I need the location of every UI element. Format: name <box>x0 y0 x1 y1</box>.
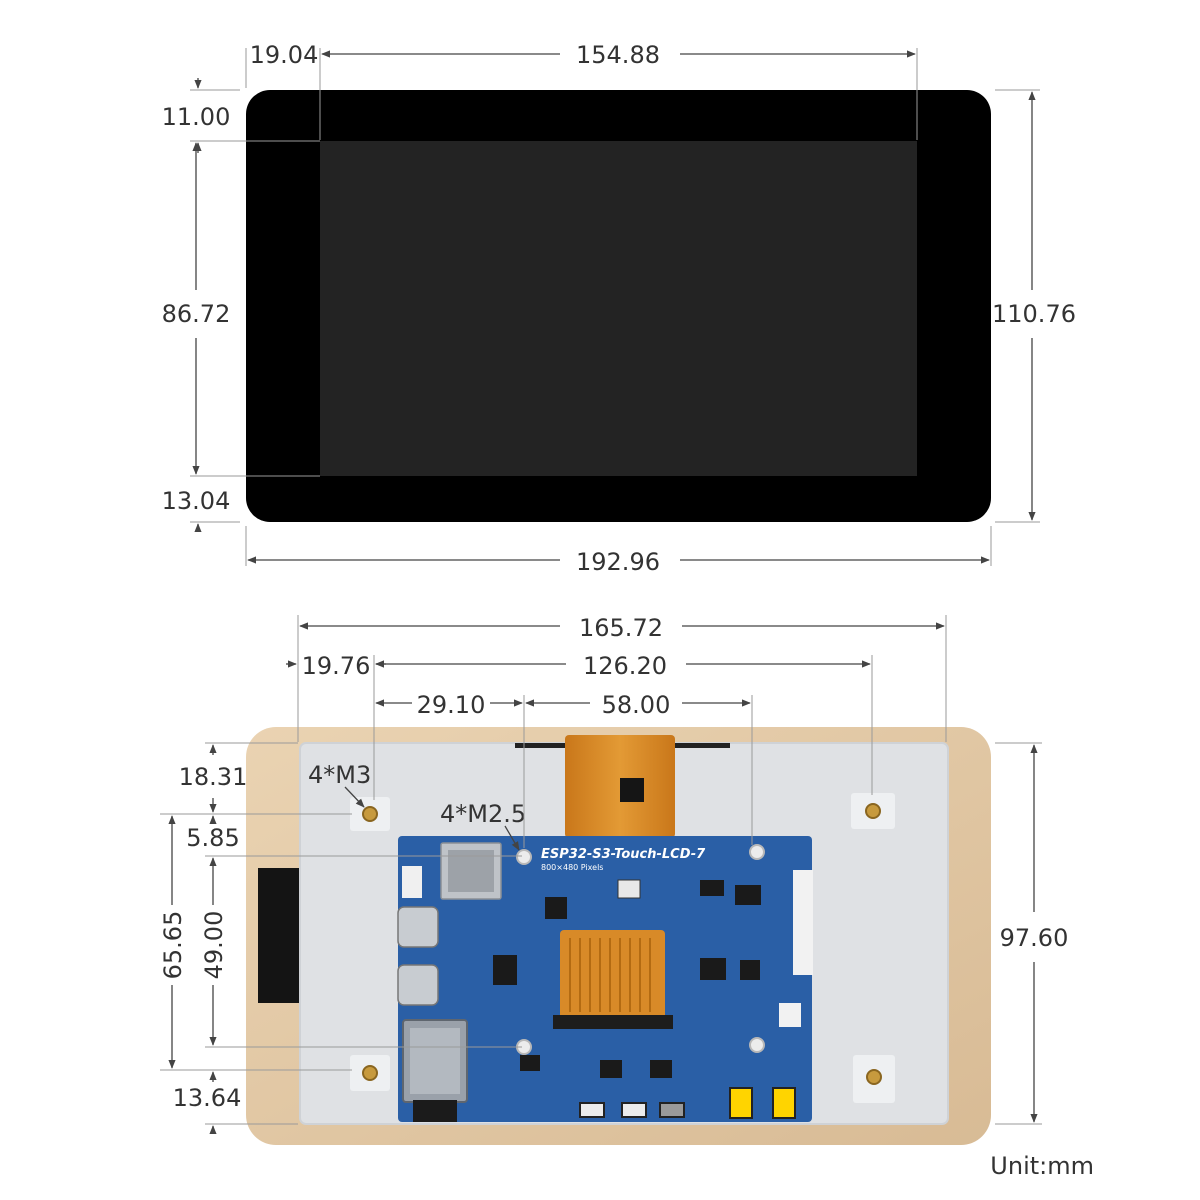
m3-standoff <box>851 793 895 829</box>
dim-m3-spacing-v: 65.65 <box>159 911 187 980</box>
unit-label: Unit:mm <box>990 1152 1094 1180</box>
board-name: ESP32-S3-Touch-LCD-7 <box>541 847 706 862</box>
dim-active-height: 86.72 <box>162 300 231 328</box>
dim-active-width: 154.88 <box>576 41 660 69</box>
dim-overall-width: 192.96 <box>576 548 660 576</box>
m3-holes-label: 4*M3 <box>308 761 371 789</box>
dim-top-margin: 18.31 <box>179 763 248 791</box>
touch-controller-chip <box>620 778 644 802</box>
dim-m25-offset: 29.10 <box>417 691 486 719</box>
m25-holes-label: 4*M2.5 <box>440 800 526 828</box>
dim-m3-spacing: 126.20 <box>583 652 667 680</box>
m3-standoff <box>350 797 390 831</box>
dim-bottom-margin: 13.64 <box>173 1084 242 1112</box>
dim-m25-top: 5.85 <box>186 824 239 852</box>
dim-bezel-left: 19.04 <box>250 41 319 69</box>
dim-overall-height: 110.76 <box>992 300 1076 328</box>
m25-holes-leader <box>504 825 520 851</box>
dim-m25-spacing-v: 49.00 <box>200 911 228 980</box>
driver-pcb: ESP32-S3-Touch-LCD-7 800×480 Pixels <box>397 836 813 1122</box>
board-resolution: 800×480 Pixels <box>541 863 603 872</box>
m3-standoff <box>853 1055 895 1103</box>
bottom-view: ESP32-S3-Touch-LCD-7 800×480 Pixels 4*M3… <box>159 614 1068 1145</box>
lcd-active-area <box>320 141 917 476</box>
m3-holes-leader <box>344 786 365 808</box>
dim-bezel-top: 11.00 <box>162 103 231 131</box>
dim-mount-width: 165.72 <box>579 614 663 642</box>
dim-m3-offset: 19.76 <box>302 652 371 680</box>
top-view: 19.04 154.88 11.00 86.72 13.04 110.76 19… <box>162 41 1076 576</box>
dim-bezel-bottom: 13.04 <box>162 487 231 515</box>
m3-standoff <box>350 1055 390 1091</box>
side-window <box>258 868 299 1003</box>
dim-m25-spacing: 58.00 <box>602 691 671 719</box>
dim-overall-height-bottom: 97.60 <box>1000 924 1069 952</box>
